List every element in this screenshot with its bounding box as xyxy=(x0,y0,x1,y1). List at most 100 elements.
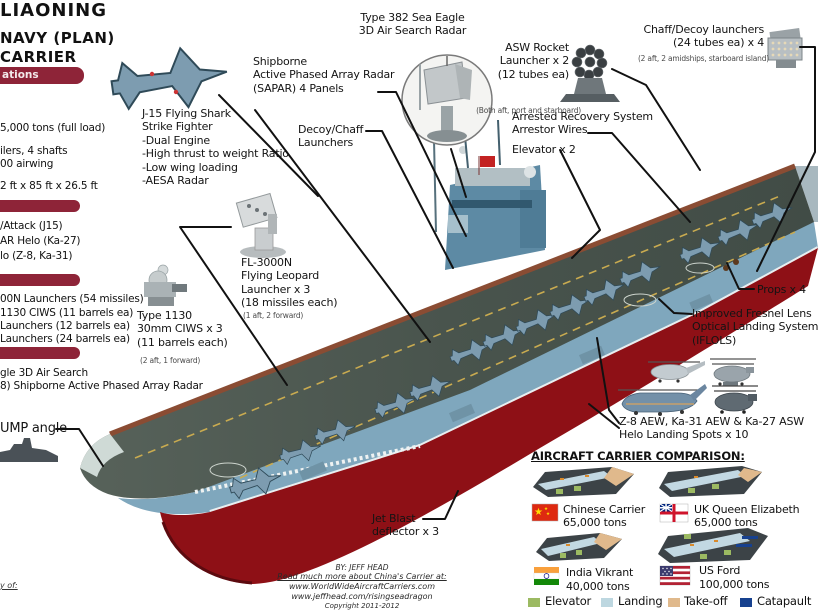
leader-iflols xyxy=(658,298,693,315)
ship-red-hull xyxy=(160,248,818,585)
callout-type1130-ciws: Type 1130 30mm CIWS x 3 (11 barrels each… xyxy=(137,309,228,349)
helicopter-images xyxy=(618,358,758,416)
radar-inset-image xyxy=(401,54,493,146)
leader-decoy-chaff xyxy=(365,130,454,269)
spec-line: 2 ft x 85 ft x 26.5 ft xyxy=(0,180,98,192)
helo-z8 xyxy=(618,384,707,416)
spec-line: Launchers (12 barrels ea) xyxy=(0,320,130,332)
callout-fl3000n: FL-3000N Flying Leopard Launcher x 3 (18… xyxy=(241,256,338,310)
section-bar-aircraft xyxy=(0,200,80,212)
leader-type382 xyxy=(450,148,467,198)
credit-copyright: Copyright 2011-2012 xyxy=(324,602,400,611)
legend-swatch-landing xyxy=(601,598,613,607)
callout-type1130-note: (2 aft, 1 forward) xyxy=(140,356,201,365)
spec-line: 00N Launchers (54 missiles) xyxy=(0,293,144,305)
helo-ka31 xyxy=(710,358,756,386)
leader-elevator xyxy=(559,149,601,259)
helo-spot-circle xyxy=(685,262,715,274)
credit-url-1: www.WorldWideAircraftCarriers.com xyxy=(288,582,435,592)
page-title-line1: LIAONING xyxy=(0,0,107,21)
leader-helo-1 xyxy=(596,337,620,424)
chaff-launcher-image xyxy=(767,27,803,68)
callout-arrestor-wires: Arrested Recovery System Arrestor Wires xyxy=(512,110,653,137)
leader-sapar-long xyxy=(254,109,431,343)
callout-chaff-decoy-note: (2 aft, 2 amidships, starboard island) xyxy=(637,54,769,63)
type1130-image xyxy=(144,264,187,306)
comparison-entry-china-name: Chinese Carrier xyxy=(563,503,646,516)
legend-label-takeoff: Take-off xyxy=(684,594,728,608)
carrier-topview-india xyxy=(536,533,622,561)
spec-line: AR Helo (Ka-27) xyxy=(0,235,81,247)
comparison-entry-uk-tons: 65,000 tons xyxy=(694,516,758,529)
page-title-line3: CARRIER xyxy=(0,48,77,66)
comparison-entry-uk-name: UK Queen Elizabeth xyxy=(694,503,800,516)
comparison-entry-china-tons: 65,000 tons xyxy=(563,516,627,529)
leader-arrestor xyxy=(587,132,691,223)
comparison-entry-us-name: US Ford xyxy=(699,564,741,577)
spec-line: 5,000 tons (full load) xyxy=(0,122,106,134)
credit-read-more: Read much more about China's Carrier at: xyxy=(277,572,447,582)
legend-swatch-elevator xyxy=(528,598,540,607)
helo-ka27 xyxy=(712,385,758,414)
callout-jet-blast-deflector: Jet Blast deflector x 3 xyxy=(372,512,439,539)
callout-chaff-decoy-launchers: Chaff/Decoy launchers (24 tubes ea) x 4 xyxy=(643,23,765,50)
comparison-entry-us-tons: 100,000 tons xyxy=(699,578,770,591)
spec-line: 8) Shipborne Active Phased Array Radar xyxy=(0,380,203,392)
callout-leader-lines xyxy=(55,46,816,520)
callout-fl3000n-note: (1 aft, 2 forward) xyxy=(243,311,304,320)
leader-jetblast xyxy=(422,490,459,520)
fl3000n-image xyxy=(235,192,286,258)
leader-chaff-decoy xyxy=(756,46,816,272)
flag-india xyxy=(533,567,560,585)
helo-z9 xyxy=(648,361,705,383)
callout-ump-angle: UMP angle xyxy=(0,421,67,436)
callout-elevator: Elevator x 2 xyxy=(512,143,576,156)
cutoff-text-fragment: y of: xyxy=(0,581,18,590)
svg-text:★: ★ xyxy=(544,506,548,512)
spec-line: ilers, 4 shafts xyxy=(0,145,68,157)
spec-line: 1130 CIWS (11 barrels ea) xyxy=(0,307,134,319)
callout-sapar: Shipborne Active Phased Array Radar (SAP… xyxy=(253,55,395,95)
svg-text:★: ★ xyxy=(546,511,550,517)
spec-line: 00 airwing xyxy=(0,158,54,170)
carrier-topview-china xyxy=(533,467,634,497)
spec-line: gle 3D Air Search xyxy=(0,367,88,379)
island-red-flag xyxy=(480,156,495,167)
escort-ship-silhouette xyxy=(0,438,58,462)
section-bar-specifications: ations xyxy=(0,67,84,84)
stern-props xyxy=(723,259,739,271)
leader-helo-2 xyxy=(588,403,620,429)
flag-uk-ensign xyxy=(659,503,689,523)
carrier-topview-uk xyxy=(659,466,762,497)
leader-props xyxy=(726,262,755,290)
asw-launcher-image xyxy=(560,44,620,102)
hull-sponsons xyxy=(299,294,714,481)
credit-by: BY: JEFF HEAD xyxy=(335,563,389,572)
credit-block: BY: JEFF HEAD Read much more about China… xyxy=(262,563,462,611)
island-superstructure xyxy=(433,104,546,270)
legend-label-catapault: Catapault xyxy=(757,594,812,608)
legend-swatch-catapault xyxy=(740,598,752,607)
helo-spot-circle xyxy=(623,293,657,307)
comparison-entry-india-name: India Vikrant xyxy=(566,566,634,579)
callout-helo-landing-spots: Z-8 AEW, Ka-31 AEW & Ka-27 ASW Helo Land… xyxy=(619,415,804,442)
spec-line: Launchers (24 barrels ea) xyxy=(0,333,130,345)
legend-swatch-takeoff xyxy=(668,598,680,607)
ski-jump-face xyxy=(80,434,124,477)
callout-iflols: Improved Fresnel Lens Optical Landing Sy… xyxy=(692,307,819,347)
comparison-heading: AIRCRAFT CARRIER COMPARISON: xyxy=(531,449,745,463)
leader-j15 xyxy=(218,94,319,197)
spec-line: /Attack (J15) xyxy=(0,220,63,232)
ship-flight-deck xyxy=(80,166,814,499)
callout-asw-rocket-note: (Both aft, port and starboard) xyxy=(476,106,581,115)
callout-decoy-chaff-launchers: Decoy/Chaff Launchers xyxy=(298,123,364,150)
leader-fl3000n xyxy=(179,226,288,386)
deck-centerline xyxy=(134,195,781,459)
leader-asw xyxy=(611,68,701,171)
legend-label-landing: Landing xyxy=(618,594,663,608)
carrier-topview-us xyxy=(658,528,768,563)
section-bar-weapons xyxy=(0,274,80,286)
callout-type382-radar: Type 382 Sea Eagle 3D Air Search Radar xyxy=(358,11,467,38)
